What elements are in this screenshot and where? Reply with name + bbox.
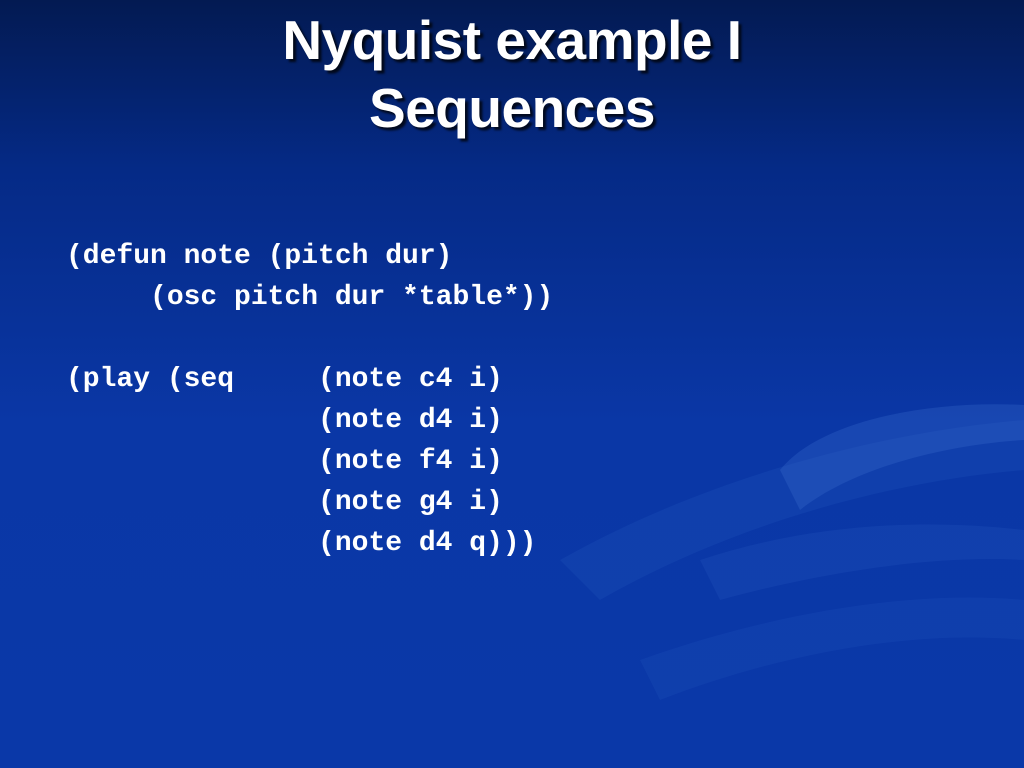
code-line: (note f4 i): [66, 446, 503, 477]
code-line: (osc pitch dur *table*)): [66, 282, 554, 313]
code-line: (defun note (pitch dur): [66, 241, 453, 272]
title-line-2: Sequences: [369, 77, 655, 139]
code-line: (play (seq (note c4 i): [66, 364, 503, 395]
code-line-blank: [66, 318, 553, 359]
code-block: (defun note (pitch dur) (osc pitch dur *…: [66, 236, 553, 564]
code-line: (note d4 q))): [66, 528, 537, 559]
code-line: (note d4 i): [66, 405, 503, 436]
code-line: (note g4 i): [66, 487, 503, 518]
slide-title: Nyquist example I Sequences: [0, 6, 1024, 142]
title-line-1: Nyquist example I: [282, 9, 742, 71]
